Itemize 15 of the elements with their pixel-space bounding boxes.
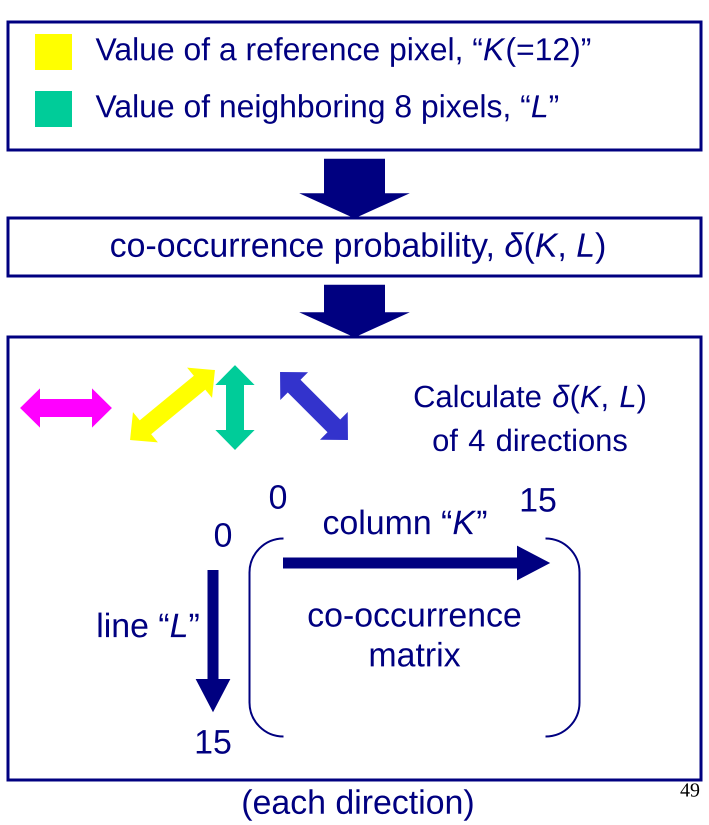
axis-label: (each direction) [243, 789, 473, 821]
box-text: co-occurrence probability, δ(K, L) [111, 232, 604, 264]
frame-box [6, 336, 702, 782]
axis-label: 15 [196, 730, 230, 754]
legend-text: Value of a reference pixel, “K(=12)” [96, 37, 590, 67]
axis-label: 0 [214, 523, 232, 547]
frame-box [6, 20, 702, 152]
block-arrow [299, 284, 410, 338]
box-text: Calculate δ(K, L) of 4 directions [414, 384, 645, 452]
frame-box [6, 216, 702, 278]
block-arrow [299, 158, 410, 218]
page-number: 49 [680, 783, 700, 797]
legend-text: Value of neighboring 8 pixels, “L” [96, 94, 558, 124]
axis-label: line “L” [98, 612, 199, 638]
matrix-brackets: co-occurrence matrix [248, 538, 580, 738]
